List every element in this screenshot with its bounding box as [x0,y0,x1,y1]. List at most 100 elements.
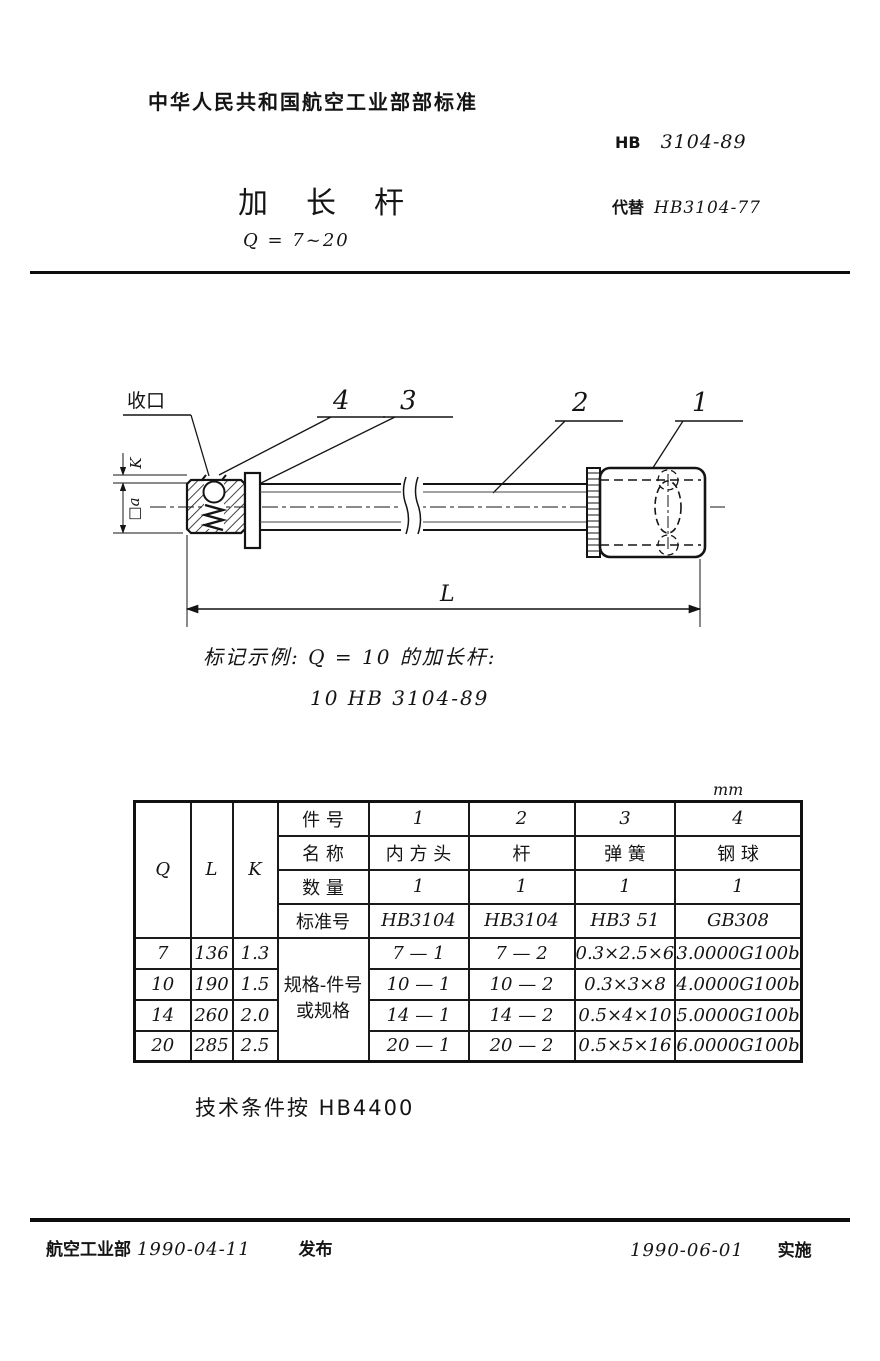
spec-c2: 7 — 2 [467,936,576,970]
footer-implementation: 1990-06-01 实施 [630,1236,812,1261]
spec-c2: 20 — 2 [467,1029,576,1063]
callout-2: 2 [492,388,623,494]
svg-text:L: L [439,582,455,607]
technical-conditions-note: 技术条件按 HB4400 [195,1096,415,1120]
part-name-1: 内 方 头 [367,834,470,871]
marking-example-line1: 标记示例: Q = 10 的加长杆: [203,645,497,669]
q-value: 10 [133,967,192,1001]
table-row: 10 190 1.5 10 — 1 10 — 2 0.3×3×8 4.0000G… [133,967,803,1001]
dimension-k: K [113,453,187,484]
header-part-no-label: 件 号 [276,800,370,837]
spring-spec: 0.5×5×16 [573,1029,677,1063]
k-value: 2.0 [231,998,279,1032]
footer-issue: 航空工业部 1990-04-11 发布 [46,1235,333,1260]
svg-text:1: 1 [692,388,709,418]
hidden-square-hole [654,480,682,534]
l-value: 136 [189,936,234,970]
footer-issuer: 航空工业部 [46,1240,131,1260]
header-divider [30,271,850,274]
spring-spec: 0.5×4×10 [573,998,677,1032]
header-std-label: 标准号 [276,902,370,939]
col-header-q: Q [133,800,192,939]
svg-text:2: 2 [571,388,589,418]
part-qty-1: 1 [367,868,470,905]
spec-c2: 14 — 2 [467,998,576,1032]
flange [243,471,262,550]
unit-label: mm [713,780,744,799]
footer-divider [30,1218,850,1222]
svg-text:4: 4 [332,386,350,416]
spec-c1: 20 — 1 [367,1029,470,1063]
footer-impl-date: 1990-06-01 [630,1240,744,1261]
part-qty-2: 1 [467,868,576,905]
standard-number: HB 3104-89 [615,131,747,153]
part-qty-3: 1 [573,868,677,905]
k-value: 1.5 [231,967,279,1001]
table-row: 14 260 2.0 14 — 1 14 — 2 0.5×4×10 5.0000… [133,998,803,1032]
k-value: 1.3 [231,936,279,970]
spring [200,503,228,532]
ball-spec: 5.0000G100b [674,998,803,1032]
table-row: 数 量 1 1 1 1 [135,868,803,905]
spring-spec: 0.3×2.5×6 [573,936,677,970]
l-value: 260 [189,998,234,1032]
spec-c2: 10 — 2 [467,967,576,1001]
square-drive-head [586,466,707,559]
part-name-3: 弹 簧 [573,834,677,871]
part-name-2: 杆 [467,834,576,871]
part-no-2: 2 [467,800,576,837]
part-no-4: 4 [674,800,803,837]
q-value: 7 [133,936,192,970]
ball-spec: 6.0000G100b [674,1029,803,1063]
col-header-l: L [189,800,234,939]
part-name-4: 钢 球 [674,834,803,871]
spec-c1: 14 — 1 [367,998,470,1032]
footer-impl-label: 实施 [777,1241,812,1261]
callout-4: 4 [218,386,385,476]
svg-text:3: 3 [400,386,417,416]
part-std-3: HB3 51 [573,902,677,939]
spec-c1: 10 — 1 [367,967,470,1001]
dimension-l: L [185,535,702,627]
header-qty-label: 数 量 [276,868,370,905]
callout-3: 3 [252,386,453,488]
q-value: 20 [133,1029,192,1063]
crimped-head [185,474,247,535]
spring-spec: 0.3×3×8 [573,967,677,1001]
col-header-k: K [231,800,279,939]
rod [260,475,590,535]
table-row: Q L K 件 号 1 2 3 4 [133,800,803,939]
part-no-1: 1 [367,800,470,837]
standard-prefix: HB [615,133,641,152]
svg-text:收口: 收口 [127,390,165,412]
svg-text:□a: □a [125,497,143,520]
table-row: 20 285 2.5 20 — 1 20 — 2 0.5×5×16 6.0000… [133,1029,803,1063]
part-std-2: HB3104 [467,902,576,939]
l-value: 190 [189,967,234,1001]
dimension-square-a: □a [113,482,183,534]
replaces-number: HB3104-77 [654,198,761,218]
header-name-label: 名 称 [276,834,370,871]
extension-rod-technical-drawing: 收口 4 3 2 1 [113,386,743,627]
ball-spec: 4.0000G100b [674,967,803,1001]
footer-issue-date: 1990-04-11 [136,1239,251,1260]
callout-crimp: 收口 [123,390,210,477]
table-row: 7 136 1.3 规格-件号 或规格 7 — 1 7 — 2 0.3×2.5×… [133,936,803,1063]
doc-title: 加长杆 [238,186,442,221]
spec-range: Q = 7~20 [243,230,350,251]
standard-number-value: 3104-89 [660,131,747,153]
k-value: 2.5 [231,1029,279,1063]
part-qty-4: 1 [674,868,803,905]
marking-example-line2: 10 HB 3104-89 [310,686,490,710]
table-row: 名 称 内 方 头 杆 弹 簧 钢 球 [135,834,803,871]
spec-or-partno-label: 规格-件号 或规格 [276,936,370,1063]
l-value: 285 [189,1029,234,1063]
part-std-4: GB308 [674,902,803,939]
ball-spec: 3.0000G100b [674,936,803,970]
spec-c1: 7 — 1 [367,936,470,970]
knurling [587,472,600,552]
part-std-1: HB3104 [367,902,470,939]
footer-issue-label: 发布 [298,1240,333,1260]
